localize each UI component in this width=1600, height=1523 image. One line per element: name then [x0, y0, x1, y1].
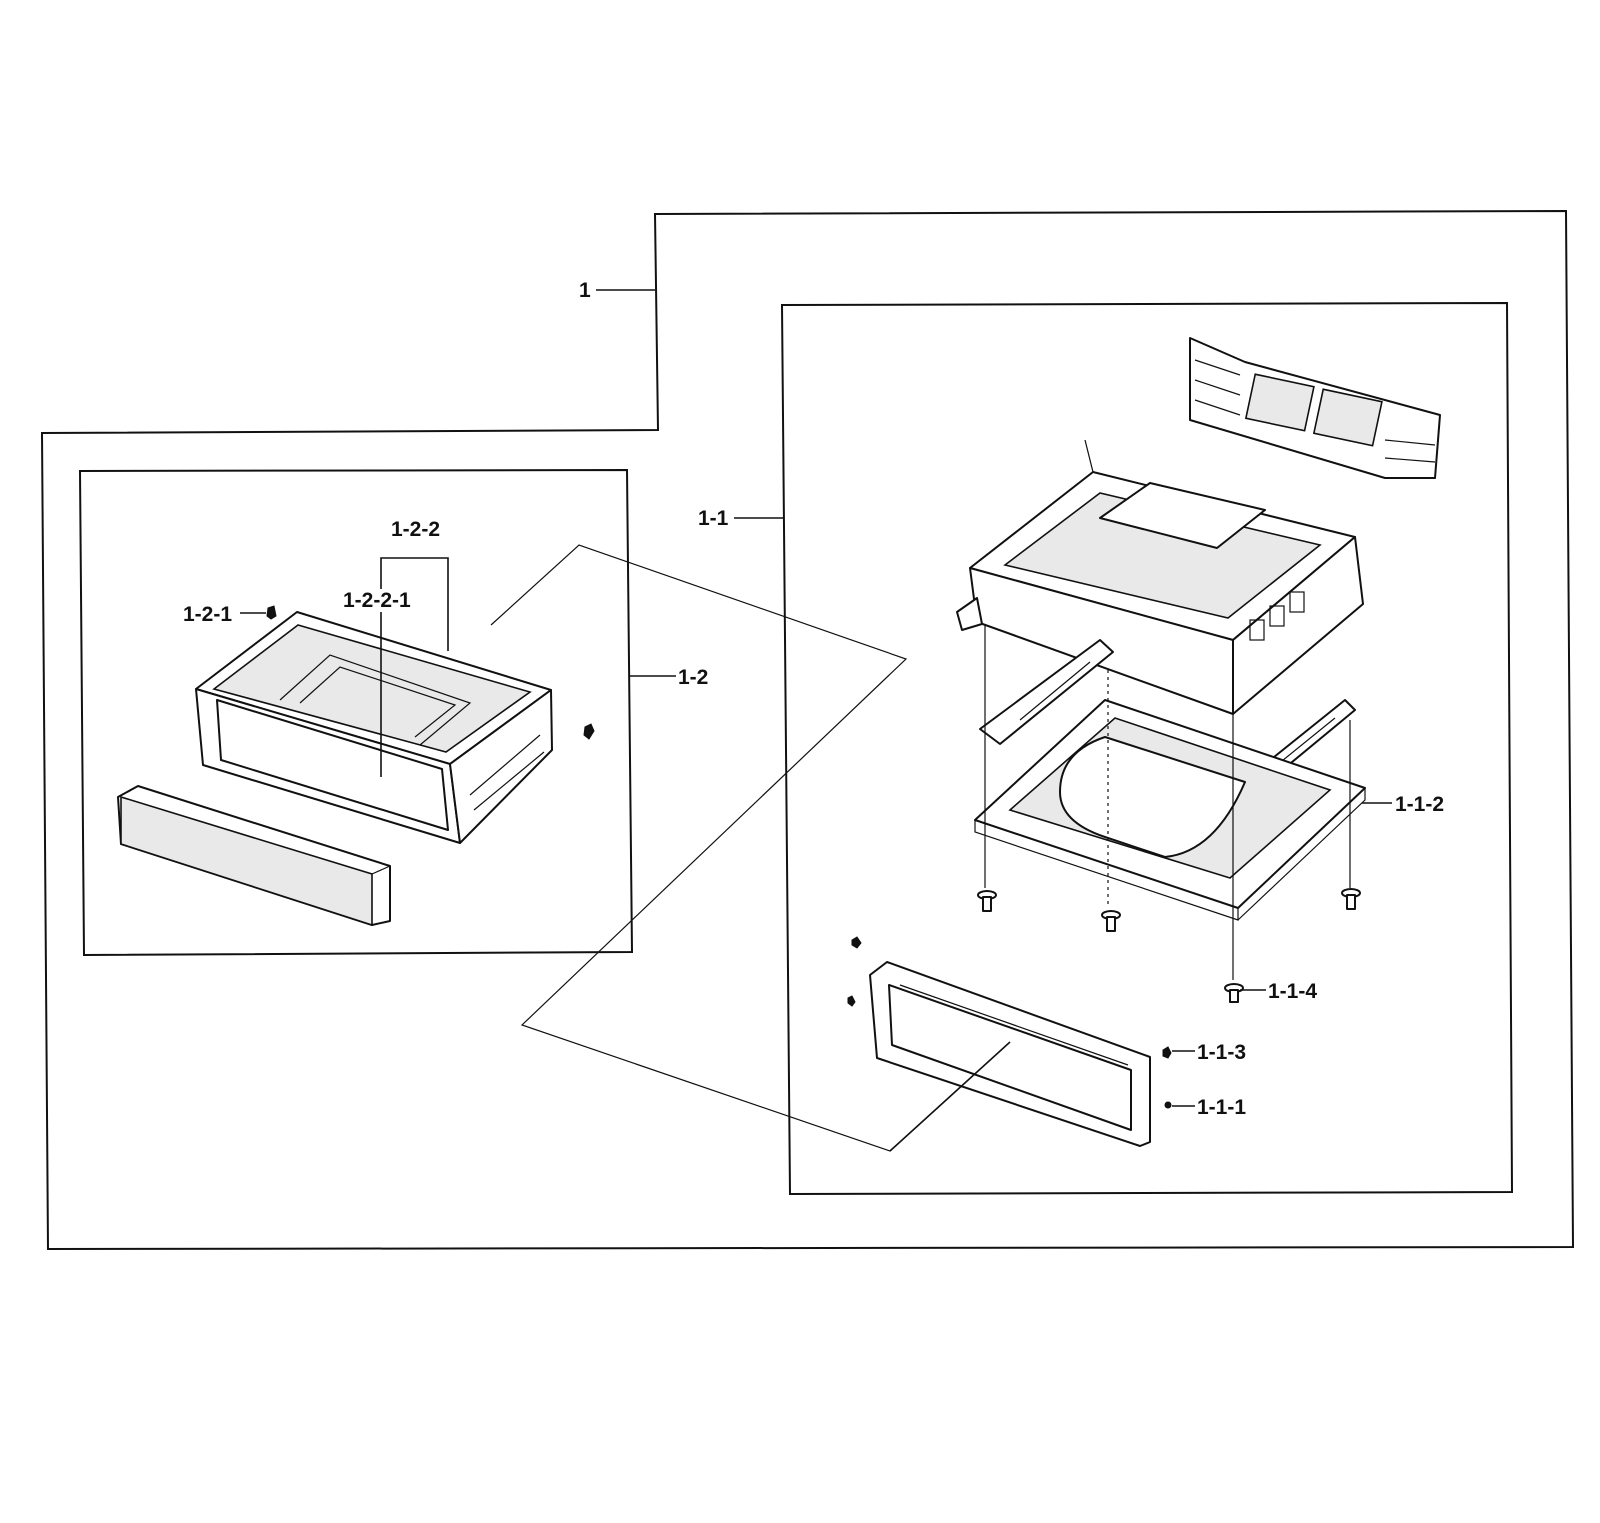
leader-1-2-2: [380, 557, 449, 651]
callout-1-2-2: 1-2-2: [391, 518, 440, 541]
callout-1-2-2-1: 1-2-2-1: [343, 589, 411, 612]
small-clip-upper-left: [851, 936, 862, 949]
screw-b: [1101, 910, 1121, 932]
callout-1-1-3: 1-1-3: [1197, 1041, 1246, 1064]
left-slide-rail: [979, 639, 1114, 745]
callout-1-1-2: 1-1-2: [1395, 793, 1444, 816]
drawer-front-panel: [117, 785, 391, 927]
callout-1: 1: [579, 279, 591, 302]
upper-frame: [956, 439, 1364, 715]
callout-1-2: 1-2: [678, 666, 708, 689]
rear-vent-bracket: [1189, 337, 1441, 479]
clip-1-1-3: [1162, 1046, 1172, 1059]
assembly-1-frame: [40, 209, 1575, 1251]
pin-1-1-1: [1164, 1101, 1172, 1109]
small-clip-1-2-1: [266, 605, 277, 620]
callout-1-1-1: 1-1-1: [1197, 1096, 1246, 1119]
screw-c: [1341, 888, 1361, 910]
base-plate-1-1-2: [974, 699, 1366, 921]
callout-1-2-1: 1-2-1: [183, 603, 232, 626]
leader-trim: [889, 1041, 1011, 1152]
assembly-1-2-frame: [78, 468, 634, 957]
small-clip-right: [583, 723, 595, 740]
screw-1-1-4: [1224, 983, 1244, 1003]
front-trim-panel: [869, 961, 1151, 1147]
callout-1-1-4: 1-1-4: [1268, 980, 1317, 1003]
callout-1-1: 1-1: [698, 507, 729, 530]
screw-a: [977, 890, 997, 912]
small-clip-lower-left: [847, 995, 856, 1007]
drawer-housing: [195, 611, 553, 844]
assembly-1-1-frame: [780, 301, 1514, 1196]
